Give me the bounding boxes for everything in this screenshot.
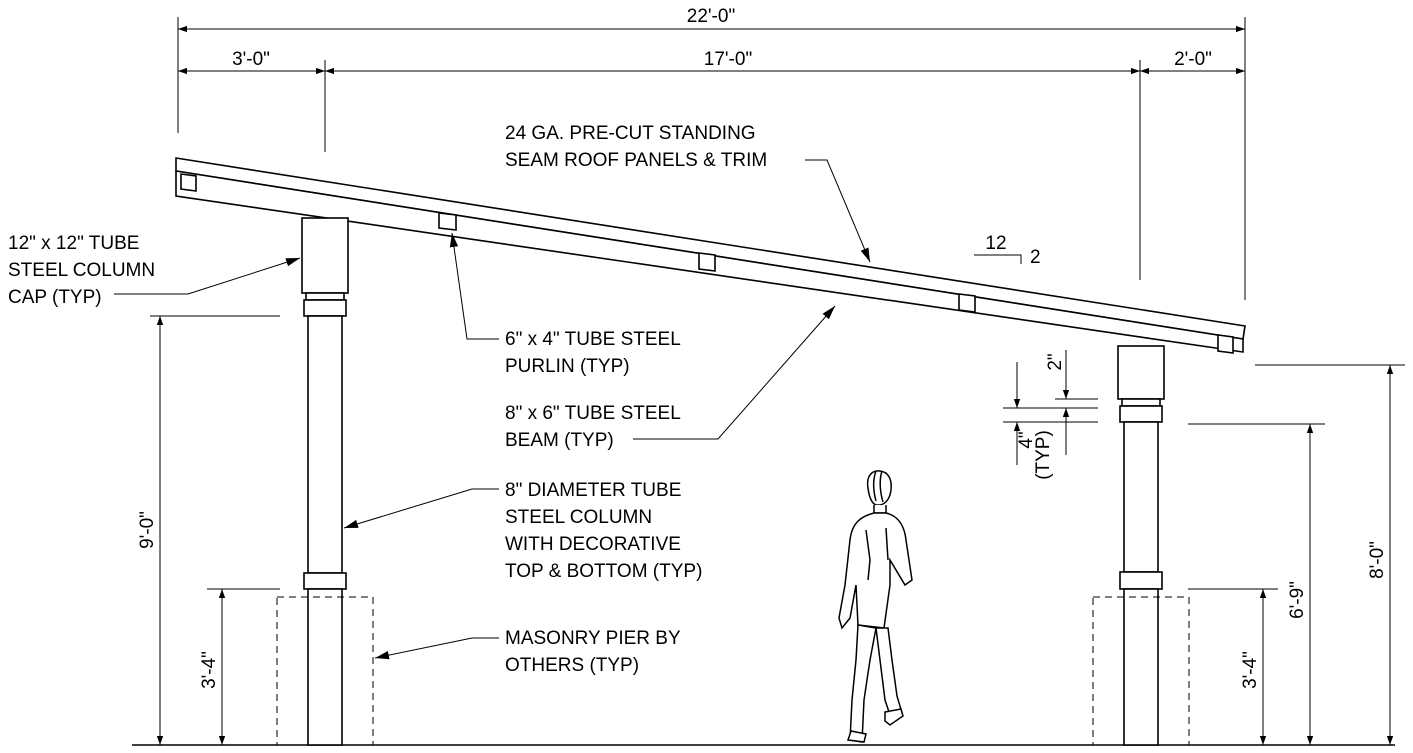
column-callout-line2: STEEL COLUMN <box>505 507 652 528</box>
column-cap-callout-line3: CAP (TYP) <box>8 287 102 308</box>
band-typ-line2: (TYP) <box>1033 430 1054 480</box>
column-cap-leader <box>114 257 301 295</box>
purlin <box>698 252 716 272</box>
beam-callout-line2: BEAM (TYP) <box>505 430 614 451</box>
column-decorative-bottom <box>1119 571 1163 590</box>
band-typ-line1: 4" <box>1016 431 1037 448</box>
column-shaft <box>1123 421 1159 573</box>
cap-gap-label: 2" <box>1045 353 1066 370</box>
right-pier-height-label: 3'-4" <box>1240 651 1261 689</box>
purlin-callout-line2: PURLIN (TYP) <box>505 356 630 377</box>
slope-indicator: 12 2 <box>974 233 1041 268</box>
roof <box>175 157 1246 354</box>
column-base-shaft <box>1123 588 1159 746</box>
right-column <box>1092 345 1190 746</box>
roof-panels-callout-line1: 24 GA. PRE-CUT STANDING <box>505 123 756 144</box>
column-cap-callout-line1: 12" x 12" TUBE <box>8 233 139 254</box>
column-collar <box>1121 398 1161 407</box>
callouts: 24 GA. PRE-CUT STANDING SEAM ROOF PANELS… <box>8 123 871 676</box>
purlin-leader <box>449 232 499 340</box>
pier-callout-line1: MASONRY PIER BY <box>505 628 681 649</box>
purlin <box>958 293 976 313</box>
right-vertical-dimensions: 3'-4" 6'-9" 8'-0" <box>1188 364 1405 745</box>
top-dimensions: 22'-0" 3'-0" 17'-0" 2'-0" <box>177 6 1246 300</box>
column-leader <box>343 488 499 529</box>
left-column <box>276 217 374 746</box>
left-column-height-label: 9'-0" <box>137 511 158 549</box>
beam-leader <box>633 305 836 440</box>
column-callout-line3: WITH DECORATIVE <box>505 534 681 555</box>
masonry-pier <box>276 596 374 746</box>
purlin <box>438 212 457 231</box>
column-shaft <box>307 315 343 574</box>
column-callout-line4: TOP & BOTTOM (TYP) <box>505 561 702 582</box>
column-cap <box>301 217 349 294</box>
purlin <box>1217 334 1234 354</box>
roof-panels-callout-line2: SEAM ROOF PANELS & TRIM <box>505 150 767 171</box>
slope-run: 12 <box>985 233 1006 254</box>
column-collar <box>305 292 345 301</box>
beam-callout-line1: 8" x 6" TUBE STEEL <box>505 403 681 424</box>
column-decorative-bottom <box>303 572 347 590</box>
person-figure <box>838 470 913 743</box>
purlin-callout-line1: 6" x 4" TUBE STEEL <box>505 329 681 350</box>
pier-callout-line2: OTHERS (TYP) <box>505 655 639 676</box>
left-vertical-dimensions: 9'-0" 3'-4" <box>137 315 280 745</box>
right-top-height-label: 8'-0" <box>1367 541 1388 579</box>
right-overhang-label: 2'-0" <box>1174 49 1212 70</box>
detail-dimensions: 2" 4" (TYP) <box>1003 350 1098 480</box>
left-pier-height-label: 3'-4" <box>199 651 220 689</box>
right-column-height-label: 6'-9" <box>1287 581 1308 619</box>
roof-panels-leader <box>805 159 871 263</box>
span-label: 17'-0" <box>704 49 752 70</box>
masonry-pier <box>1092 596 1190 746</box>
slope-rise: 2 <box>1030 247 1041 268</box>
column-decorative-top <box>303 299 347 317</box>
column-cap-callout-line2: STEEL COLUMN <box>8 260 155 281</box>
column-callout-line1: 8" DIAMETER TUBE <box>505 480 681 501</box>
left-overhang-label: 3'-0" <box>232 49 270 70</box>
pier-leader <box>374 637 499 660</box>
column-cap <box>1117 345 1165 400</box>
overall-width-label: 22'-0" <box>687 6 735 27</box>
column-base-shaft <box>307 588 343 746</box>
column-decorative-top <box>1119 405 1163 423</box>
purlin <box>180 173 197 192</box>
